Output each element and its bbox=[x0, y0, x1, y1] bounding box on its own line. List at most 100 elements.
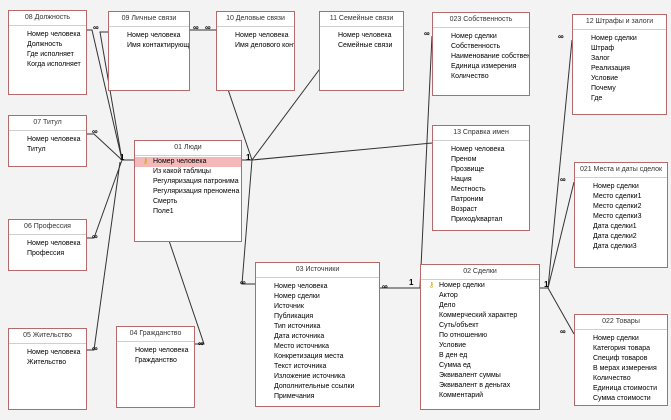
field[interactable]: Дата сделки1 bbox=[593, 223, 637, 230]
table-title[interactable]: 05 Жительство bbox=[9, 329, 86, 344]
table-mesta-i-daty-sdelok[interactable]: 021 Места и даты сделок Номер сделки Мес… bbox=[574, 162, 668, 268]
field[interactable]: Номер человека bbox=[235, 32, 289, 39]
table-zhitelstvo[interactable]: 05 Жительство Номер человека Жительство bbox=[8, 328, 87, 410]
field[interactable]: Номер человека bbox=[27, 31, 81, 38]
field[interactable]: Гражданство bbox=[135, 357, 177, 364]
field[interactable]: Нация bbox=[451, 176, 472, 183]
field[interactable]: Приход/квартал bbox=[451, 216, 503, 223]
field[interactable]: Номер человека bbox=[27, 240, 81, 247]
table-titul[interactable]: 07 Титул Номер человека Титул bbox=[8, 115, 87, 167]
field[interactable]: Номер человека bbox=[127, 32, 181, 39]
field[interactable]: Реализация bbox=[591, 65, 630, 72]
table-title[interactable]: 03 Источники bbox=[256, 263, 379, 278]
field[interactable]: Единица стоимости bbox=[593, 385, 658, 392]
field[interactable]: Залог bbox=[591, 55, 610, 62]
field[interactable]: Дата сделки3 bbox=[593, 243, 637, 250]
field[interactable]: Регуляризация преномена bbox=[153, 188, 240, 195]
field[interactable]: Категория товара bbox=[593, 345, 651, 352]
field[interactable]: Из какой таблицы bbox=[153, 168, 211, 175]
table-title[interactable]: 11 Семейные связи bbox=[320, 12, 403, 27]
field[interactable]: Условие bbox=[591, 75, 619, 82]
field[interactable]: Номер сделки bbox=[593, 335, 639, 342]
table-title[interactable]: 022 Товары bbox=[575, 315, 667, 330]
field[interactable]: Дело bbox=[439, 302, 456, 309]
field[interactable]: Номер сделки bbox=[593, 183, 639, 190]
field[interactable]: Примечания bbox=[274, 393, 315, 400]
field[interactable]: Семейные связи bbox=[338, 42, 393, 49]
field[interactable]: Почему bbox=[591, 85, 616, 92]
field[interactable]: Прозвище bbox=[451, 166, 485, 173]
field[interactable]: По отношению bbox=[439, 332, 488, 339]
field[interactable]: Регуляризация патронима bbox=[153, 178, 239, 185]
field[interactable]: Текст источника bbox=[274, 363, 327, 370]
table-tovary[interactable]: 022 Товары Номер сделки Категория товара… bbox=[574, 314, 668, 406]
table-title[interactable]: 12 Штрафы и залоги bbox=[573, 15, 666, 30]
field[interactable]: Номер человека bbox=[135, 347, 189, 354]
field[interactable]: Патроним bbox=[451, 196, 484, 203]
table-dolzhnost[interactable]: 08 Должность Номер человека Должность Гд… bbox=[8, 10, 87, 95]
field[interactable]: Смерть bbox=[153, 198, 178, 205]
field[interactable]: Место сделки1 bbox=[593, 193, 642, 200]
field[interactable]: Комментарий bbox=[439, 392, 484, 399]
field[interactable]: Изложение источника bbox=[274, 373, 346, 380]
table-sobstvennost[interactable]: 023 Собственность Номер сделки Собственн… bbox=[432, 12, 530, 96]
field[interactable]: В ден ед bbox=[439, 352, 468, 359]
field[interactable]: В мерах измерения bbox=[593, 365, 657, 372]
table-semeynye-svyazi[interactable]: 11 Семейные связи Номер человека Семейны… bbox=[319, 11, 404, 91]
table-lyudi[interactable]: 01 Люди ⚷ Номер человека Из какой таблиц… bbox=[134, 140, 242, 242]
field[interactable]: Дата источника bbox=[274, 333, 325, 340]
field[interactable]: Актор bbox=[439, 292, 458, 299]
field[interactable]: Условие bbox=[439, 342, 467, 349]
table-title[interactable]: 09 Личные связи bbox=[109, 12, 189, 27]
field[interactable]: Номер сделки bbox=[591, 35, 637, 42]
field[interactable]: Где bbox=[591, 95, 603, 102]
field[interactable]: Дата сделки2 bbox=[593, 233, 637, 240]
field[interactable]: Место сделки3 bbox=[593, 213, 642, 220]
field[interactable]: Имя контактирующе bbox=[127, 42, 189, 49]
field[interactable]: Единица измерения bbox=[451, 63, 517, 70]
table-sdelki[interactable]: 02 Сделки ⚷ Номер сделки Актор Дело Комм… bbox=[420, 264, 540, 410]
field[interactable]: Номер человека bbox=[451, 146, 505, 153]
field[interactable]: Профессия bbox=[27, 250, 65, 257]
table-lichnye-svyazi[interactable]: 09 Личные связи Номер человека Имя конта… bbox=[108, 11, 190, 91]
table-grazhdanstvo[interactable]: 04 Гражданство Номер человека Гражданств… bbox=[116, 326, 195, 408]
field[interactable]: Специф товаров bbox=[593, 355, 648, 362]
table-title[interactable]: 04 Гражданство bbox=[117, 327, 194, 342]
field-primary-key[interactable]: ⚷ Номер человека bbox=[135, 157, 241, 167]
table-title[interactable]: 021 Места и даты сделок bbox=[575, 163, 667, 178]
field[interactable]: Дополнительные ссылки bbox=[274, 383, 355, 390]
field[interactable]: Номер сделки bbox=[451, 33, 497, 40]
field[interactable]: Штраф bbox=[591, 45, 615, 52]
table-title[interactable]: 07 Титул bbox=[9, 116, 86, 131]
field[interactable]: Местность bbox=[451, 186, 486, 193]
field[interactable]: Преном bbox=[451, 156, 477, 163]
field-primary-key[interactable]: ⚷ Номер сделки bbox=[421, 281, 539, 291]
field[interactable]: Суть/объект bbox=[439, 322, 479, 329]
table-shtrafy-i-zalogi[interactable]: 12 Штрафы и залоги Номер сделки Штраф За… bbox=[572, 14, 667, 115]
table-title[interactable]: 023 Собственность bbox=[433, 13, 529, 28]
table-professiya[interactable]: 06 Профессия Номер человека Профессия bbox=[8, 219, 87, 271]
field[interactable]: Собственность bbox=[451, 43, 501, 50]
field[interactable]: Где исполняет bbox=[27, 51, 74, 58]
field[interactable]: Номер человека bbox=[338, 32, 392, 39]
field[interactable]: Наименование собственн bbox=[451, 53, 529, 60]
field[interactable]: Сумма стоимости bbox=[593, 395, 651, 402]
table-title[interactable]: 02 Сделки bbox=[421, 265, 539, 280]
field[interactable]: Когда исполняет bbox=[27, 61, 81, 68]
table-title[interactable]: 01 Люди bbox=[135, 141, 241, 156]
field[interactable]: Конкретизация места bbox=[274, 353, 344, 360]
field[interactable]: Коммерческий характер bbox=[439, 312, 518, 319]
field[interactable]: Публикация bbox=[274, 313, 314, 320]
field[interactable]: Количество bbox=[593, 375, 631, 382]
field[interactable]: Сумма ед bbox=[439, 362, 471, 369]
field[interactable]: Номер человека bbox=[27, 136, 81, 143]
field[interactable]: Тип источника bbox=[274, 323, 321, 330]
field[interactable]: Номер человека bbox=[27, 349, 81, 356]
field[interactable]: Эквивалент в деньгах bbox=[439, 382, 511, 389]
field[interactable]: Место сделки2 bbox=[593, 203, 642, 210]
field[interactable]: Должность bbox=[27, 41, 63, 48]
field[interactable]: Место источника bbox=[274, 343, 330, 350]
field[interactable]: Поле1 bbox=[153, 208, 174, 215]
field[interactable]: Номер сделки bbox=[274, 293, 320, 300]
table-delovye-svyazi[interactable]: 10 Деловые связи Номер человека Имя дело… bbox=[216, 11, 295, 91]
